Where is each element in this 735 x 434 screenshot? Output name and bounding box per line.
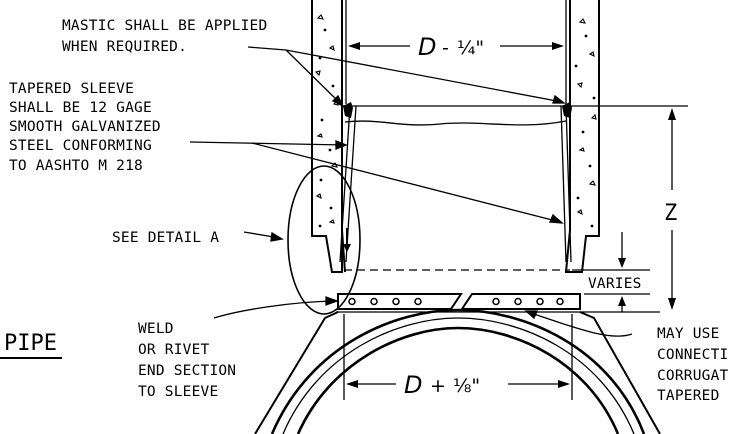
- may-note-line4: TAPERED: [657, 388, 720, 404]
- end-section-band: [336, 293, 660, 313]
- dim-bottom-operator: +: [430, 375, 446, 397]
- dim-bottom-variable: D: [404, 371, 422, 399]
- mastic-note-line2: WHEN REQUIRED.: [62, 39, 187, 55]
- see-detail-label: SEE DETAIL A: [112, 230, 219, 246]
- concrete-pipe-left-wall: [311, 0, 346, 273]
- dimension-height: Z: [664, 108, 677, 310]
- varies-dimension: VARIES: [572, 232, 650, 312]
- dim-top-fraction: ¼": [457, 37, 484, 59]
- sleeve-note-line1: TAPERED SLEEVE: [9, 81, 134, 97]
- dimension-top: D - ¼": [345, 0, 567, 104]
- weld-note-line2: OR RIVET: [138, 342, 210, 358]
- may-note-line2: CONNECTI: [657, 347, 728, 363]
- weld-note-line1: WELD: [138, 321, 174, 337]
- weld-note-line3: END SECTION: [138, 363, 236, 379]
- tapered-sleeve: [339, 102, 688, 263]
- varies-label: VARIES: [588, 276, 642, 292]
- detail-a-ellipse: [287, 165, 361, 315]
- sleeve-note-line4: STEEL CONFORMING: [9, 138, 152, 154]
- dim-top-variable: D: [418, 33, 436, 61]
- may-note-line1: MAY USE: [657, 326, 720, 342]
- dimension-bottom: D + ⅛": [343, 314, 573, 400]
- dim-height-variable: Z: [664, 201, 677, 226]
- sleeve-note-line2: SHALL BE 12 GAGE: [9, 100, 152, 116]
- corrugated-pipe-arch: [254, 308, 661, 434]
- leader-lines: [189, 46, 633, 337]
- dim-top-operator: -: [442, 37, 449, 59]
- concrete-pipe-right-wall: [564, 0, 600, 273]
- sleeve-note-line3: SMOOTH GALVANIZED: [9, 119, 161, 135]
- dim-bottom-fraction: ⅛": [453, 375, 480, 397]
- sleeve-note-line5: TO AASHTO M 218: [9, 158, 143, 174]
- pipe-title: PIPE: [4, 331, 57, 356]
- weld-note-line4: TO SLEEVE: [138, 384, 218, 400]
- may-note-line3: CORRUGAT: [657, 368, 729, 384]
- mastic-note-line1: MASTIC SHALL BE APPLIED: [62, 18, 267, 34]
